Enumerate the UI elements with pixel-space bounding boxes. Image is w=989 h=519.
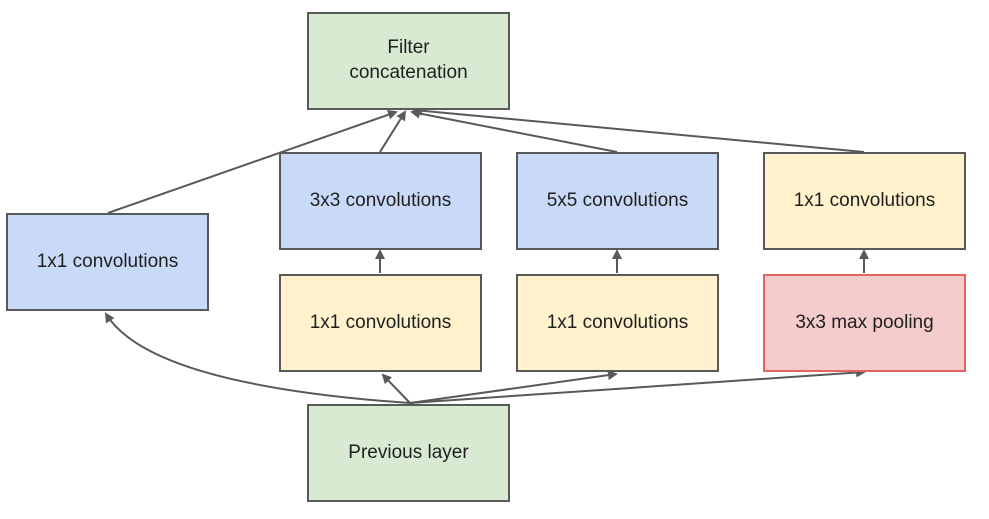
conv1x1-reduce-3x3-box: 1x1 convolutions (279, 274, 482, 372)
conv3x3-box: 3x3 convolutions (279, 152, 482, 250)
arrow-conv3x3-to-concat (379, 110, 407, 153)
arrow-prev-to-conv1x1-left (104, 312, 411, 404)
maxpool3x3-box: 3x3 max pooling (763, 274, 966, 372)
previous-layer-box: Previous layer (307, 404, 510, 502)
arrow-prev-to-reduce-3x3 (381, 373, 411, 404)
arrow-conv1x1-right-to-concat (412, 105, 865, 153)
maxpool3x3-label: 3x3 max pooling (795, 311, 934, 333)
arrow-prev-to-maxpool (409, 367, 866, 404)
arrow-prev-to-reduce-5x5 (409, 370, 618, 404)
arrow-conv5x5-to-concat (410, 108, 618, 153)
conv5x5-label: 5x5 convolutions (546, 189, 689, 211)
arrow-conv1x1-left-to-concat (107, 109, 398, 214)
filter-concatenation-label: Filter concatenation (349, 37, 468, 83)
conv1x1-reduce-5x5-box: 1x1 convolutions (516, 274, 719, 372)
conv1x1-right-top-box: 1x1 convolutions (763, 152, 966, 250)
conv3x3-label: 3x3 convolutions (309, 189, 452, 211)
conv1x1-left-box: 1x1 convolutions (6, 213, 209, 311)
conv1x1-reduce-5x5-label: 1x1 convolutions (546, 311, 689, 333)
previous-layer-label: Previous layer (348, 441, 469, 463)
conv1x1-right-top-label: 1x1 convolutions (793, 189, 936, 211)
conv1x1-reduce-3x3-label: 1x1 convolutions (309, 311, 452, 333)
conv1x1-left-label: 1x1 convolutions (36, 250, 179, 272)
filter-concatenation-box: Filter concatenation (307, 12, 510, 110)
conv5x5-box: 5x5 convolutions (516, 152, 719, 250)
